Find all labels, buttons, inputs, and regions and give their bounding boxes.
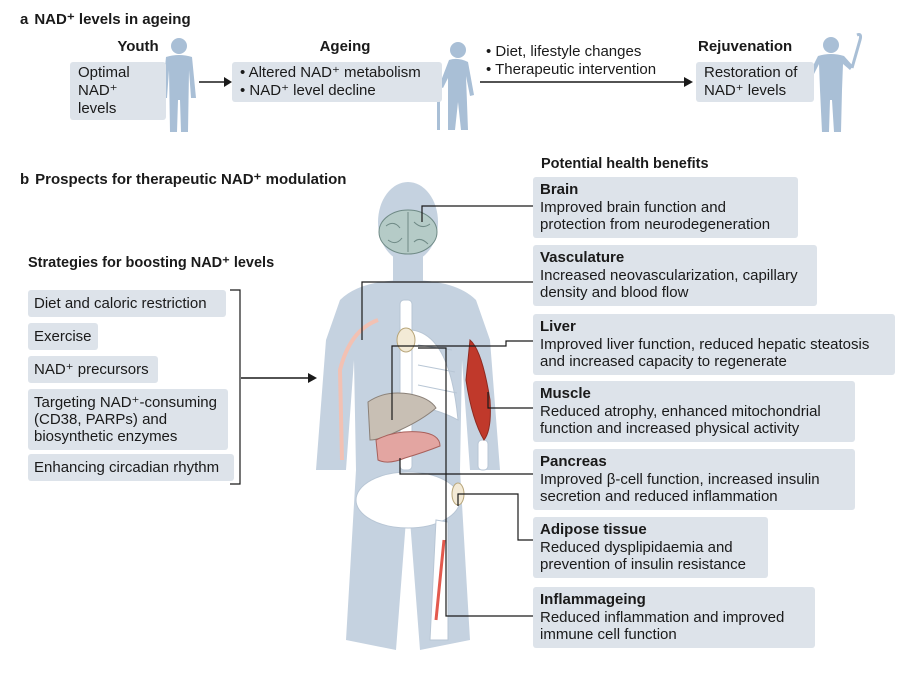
strategy-exercise: Exercise xyxy=(28,323,98,350)
benefit-pancreas-text: Improved β-cell function, increased insu… xyxy=(540,470,820,506)
ageing-figure-icon xyxy=(437,42,474,130)
rejuvenation-figure-icon xyxy=(808,33,863,132)
benefit-brain-text: Improved brain function and protection f… xyxy=(540,198,771,234)
benefit-muscle-text: Reduced atrophy, enhanced mitochondrial … xyxy=(540,402,821,438)
arrow-ageing-to-rejuvenation xyxy=(480,77,693,87)
benefit-pancreas-title: Pancreas xyxy=(540,453,607,470)
benefit-muscle: Muscle Reduced atrophy, enhanced mitocho… xyxy=(533,381,855,442)
benefit-adipose-title: Adipose tissue xyxy=(540,521,647,538)
benefits-title: Potential health benefits xyxy=(541,156,709,172)
ageing-bullet-2: • NAD⁺ level decline xyxy=(240,82,376,99)
youth-figure-icon xyxy=(162,38,196,132)
rejuvenation-title: Rejuvenation xyxy=(698,38,793,55)
youth-box-line-2: NAD⁺ levels xyxy=(78,82,118,117)
benefit-vasculature-text: Increased neovascularization, capillary … xyxy=(540,266,798,302)
strategies-title: Strategies for boosting NAD⁺ levels xyxy=(28,255,275,271)
benefit-vasculature: Vasculature Increased neovascularization… xyxy=(533,245,817,306)
benefit-brain: Brain Improved brain function and protec… xyxy=(533,177,798,238)
brain-icon xyxy=(378,209,438,255)
ageing-bullet-1: • Altered NAD⁺ metabolism xyxy=(240,64,421,81)
arrow-youth-to-ageing xyxy=(199,77,232,87)
rejuvenation-box-line-2: NAD⁺ levels xyxy=(704,82,787,99)
strategy-diet: Diet and caloric restriction xyxy=(28,290,226,317)
muscle-icon xyxy=(465,339,491,441)
interventions-list: • Diet, lifestyle changes • Therapeutic … xyxy=(486,43,656,79)
intervention-2: • Therapeutic intervention xyxy=(486,61,657,78)
panel-b-heading: b Prospects for therapeutic NAD⁺ modulati… xyxy=(20,170,346,188)
strategies-bracket xyxy=(230,289,241,485)
blood-vessel-icon xyxy=(337,318,379,461)
benefit-adipose-text: Reduced dysplipidaemia and prevention of… xyxy=(540,538,746,574)
benefit-muscle-title: Muscle xyxy=(540,385,591,402)
strategy-precursors: NAD⁺ precursors xyxy=(28,356,158,383)
benefit-pancreas: Pancreas Improved β-cell function, incre… xyxy=(533,449,855,510)
arrow-strategies-to-body xyxy=(241,373,317,383)
benefit-brain-title: Brain xyxy=(540,181,579,198)
lymph-node-icon xyxy=(396,327,416,353)
strategy-targeting-enzymes: Targeting NAD⁺-consuming (CD38, PARPs) a… xyxy=(28,389,228,450)
leg-vessel-icon xyxy=(434,539,446,621)
panel-b-title: Prospects for therapeutic NAD⁺ modulatio… xyxy=(35,171,347,188)
panel-a-letter: a xyxy=(20,11,29,28)
benefit-inflammageing-title: Inflammageing xyxy=(540,591,646,608)
benefit-liver: Liver Improved liver function, reduced h… xyxy=(533,314,895,375)
intervention-1: • Diet, lifestyle changes xyxy=(486,43,642,60)
panel-a-heading: a NAD⁺ levels in ageing xyxy=(20,10,191,28)
benefit-adipose: Adipose tissue Reduced dysplipidaemia an… xyxy=(533,517,768,578)
benefit-liver-title: Liver xyxy=(540,318,576,335)
rejuvenation-box-line-1: Restoration of xyxy=(704,64,798,81)
connector-lines xyxy=(361,205,533,617)
benefit-vasculature-title: Vasculature xyxy=(540,249,625,266)
benefit-inflammageing: Inflammageing Reduced inflammation and i… xyxy=(533,587,815,648)
rejuvenation-box: Restoration of NAD⁺ levels xyxy=(696,62,814,102)
benefit-inflammageing-text: Reduced inflammation and improved immune… xyxy=(540,608,785,644)
strategy-circadian: Enhancing circadian rhythm xyxy=(28,454,234,481)
panel-b-letter: b xyxy=(20,171,30,188)
youth-box-line-1: Optimal xyxy=(78,64,130,81)
youth-box: Optimal NAD⁺ levels xyxy=(70,62,166,120)
panel-a-title: NAD⁺ levels in ageing xyxy=(34,11,191,28)
ageing-box: • Altered NAD⁺ metabolism • NAD⁺ level d… xyxy=(232,62,442,102)
youth-title: Youth xyxy=(117,38,159,55)
ageing-title: Ageing xyxy=(319,38,371,55)
benefit-liver-text: Improved liver function, reduced hepatic… xyxy=(540,335,870,371)
pancreas-icon xyxy=(375,431,441,463)
